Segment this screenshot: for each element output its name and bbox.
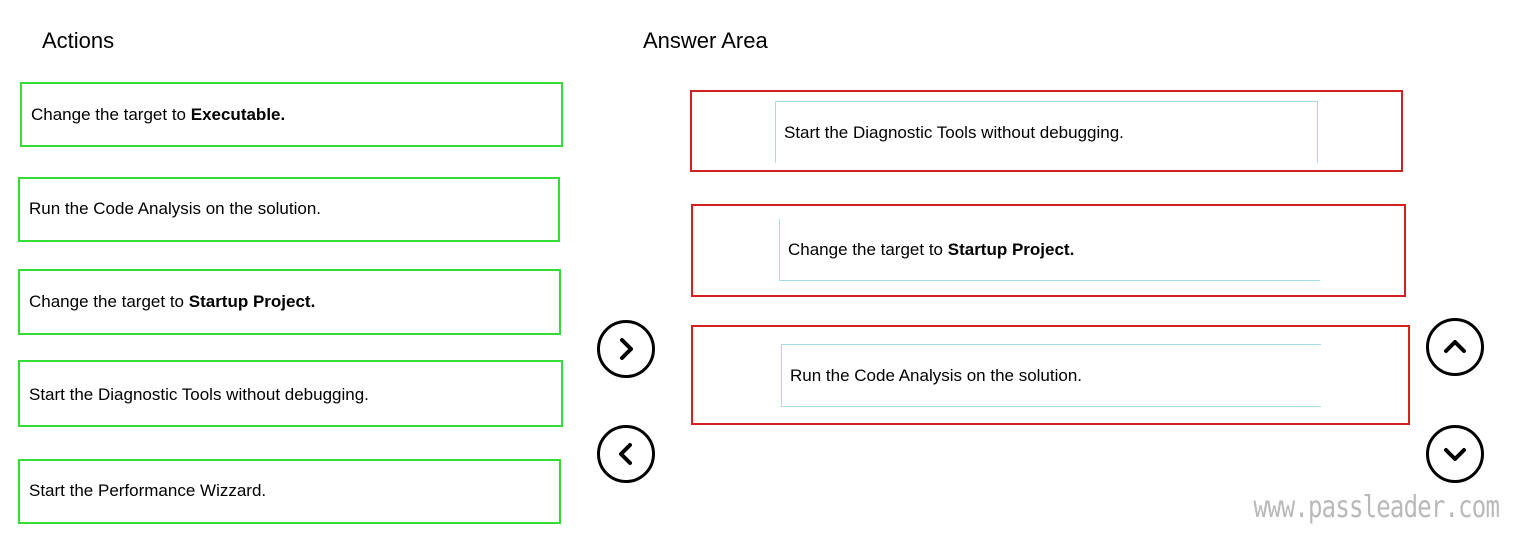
action-text: Run the Code Analysis on the solution. — [29, 199, 322, 218]
move-right-button[interactable] — [597, 320, 655, 378]
action-text: Start the Performance Wizzard. — [29, 481, 267, 500]
answer-text: Change the target to Startup Project. — [788, 239, 1075, 259]
action-item[interactable]: Change the target to Startup Project. — [18, 269, 561, 335]
actions-heading: Actions — [42, 28, 115, 53]
action-item[interactable]: Run the Code Analysis on the solution. — [18, 177, 560, 242]
action-item[interactable]: Start the Performance Wizzard. — [18, 459, 561, 524]
move-down-button[interactable] — [1426, 425, 1484, 483]
answer-text: Start the Diagnostic Tools without debug… — [784, 122, 1124, 142]
answer-slot: Change the target to Startup Project. — [691, 204, 1406, 297]
chevron-left-icon — [619, 443, 632, 465]
answer-text: Run the Code Analysis on the solution. — [790, 365, 1083, 385]
answer-item[interactable]: Start the Diagnostic Tools without debug… — [775, 101, 1318, 163]
answer-slot: Start the Diagnostic Tools without debug… — [690, 90, 1403, 172]
chevron-right-icon — [620, 338, 633, 360]
action-item[interactable]: Change the target to Executable. — [20, 82, 563, 147]
chevron-down-icon — [1444, 448, 1466, 461]
action-text: Change the target to Executable. — [31, 104, 286, 124]
chevron-up-icon — [1444, 340, 1466, 353]
answer-item[interactable]: Run the Code Analysis on the solution. — [781, 344, 1321, 407]
action-text: Start the Diagnostic Tools without debug… — [29, 385, 369, 404]
watermark: www.passleader.com — [1253, 490, 1499, 525]
answer-item[interactable]: Change the target to Startup Project. — [779, 219, 1320, 281]
action-text: Change the target to Startup Project. — [29, 292, 316, 311]
answer-slot: Run the Code Analysis on the solution. — [691, 325, 1410, 425]
move-left-button[interactable] — [597, 425, 655, 483]
action-item[interactable]: Start the Diagnostic Tools without debug… — [18, 360, 563, 427]
move-up-button[interactable] — [1426, 318, 1484, 376]
answer-area-heading: Answer Area — [643, 28, 768, 53]
